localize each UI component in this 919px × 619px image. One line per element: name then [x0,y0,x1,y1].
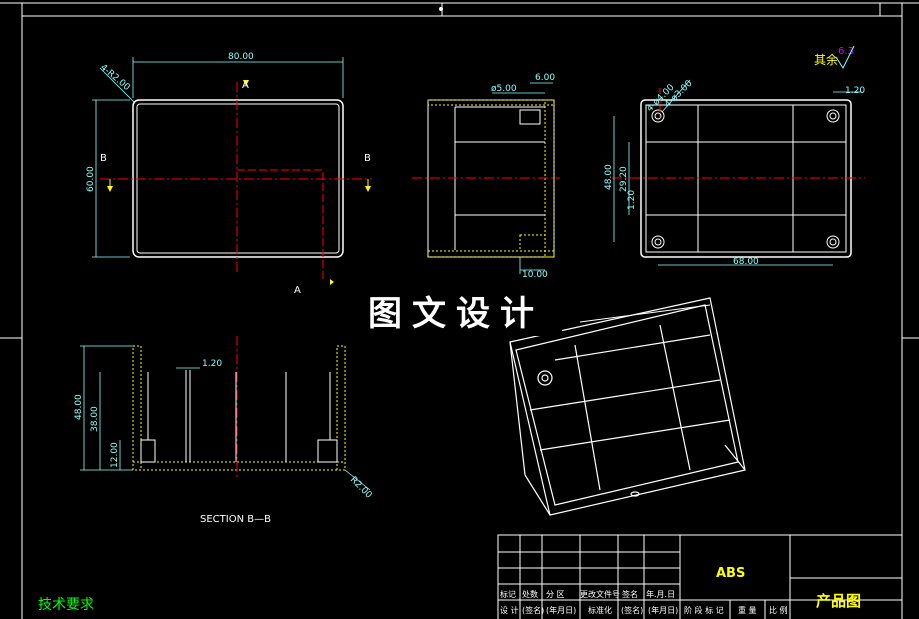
bottom-width-dim: 68.00 [733,257,759,267]
section-a-top-label: A [242,80,249,91]
side-bottom-dim: 10.00 [522,270,548,280]
section-view [80,336,371,491]
side-view [412,82,560,274]
side-thickness-dim: ø5.00 [491,84,517,94]
bottom-mid-dim: 29.20 [619,166,629,192]
watermark-bg [362,290,562,336]
bottom-right-dim: 1.20 [845,86,865,96]
top-width-dim: 80.00 [228,52,254,62]
tb-r1-c3: 分 区 [546,590,565,599]
section-radius-note: R2.00 [348,475,374,501]
tb-r1-c5: 签名 [622,589,638,599]
section-dim-12: 12.00 [110,442,120,468]
section-rib-dim: 1.20 [202,359,222,369]
side-top-dim: 6.00 [535,73,555,83]
top-view [92,57,372,285]
tb-r2-c6: (年月日) [648,605,678,615]
material-label: ABS [716,566,745,581]
watermark-leader [579,304,711,323]
roughness-label: 其余 [814,52,838,67]
tb-scale: 比 例 [769,605,788,615]
top-height-dim: 60.00 [86,166,96,192]
tb-r1-c1: 标记 [500,589,516,599]
tb-r1-c2: 处数 [522,589,538,599]
section-a-bottom-label: A [294,285,301,296]
border-marker [439,7,443,11]
tb-r2-c3: (年月日) [546,605,576,615]
bottom-view [612,79,865,266]
bottom-small-dim: 1.20 [627,190,637,210]
bottom-height-dim: 48.00 [604,164,614,190]
isometric-view [509,297,746,516]
tb-r2-c1: 设 计 [500,605,519,615]
tb-weight: 重 量 [738,605,757,615]
tb-r1-c4: 更改文件号 [580,589,620,599]
roughness-symbol [835,45,855,70]
tb-r2-c4: 标准化 [588,605,612,615]
section-b-left-label: B [100,153,107,164]
tb-stage-mark: 阶 段 标 记 [684,605,724,615]
section-b-right-label: B [364,153,371,164]
top-radius-note: 4-R2.00 [98,63,132,94]
watermark-text: 图文设计 [368,294,544,334]
section-caption: SECTION B—B [200,514,271,525]
section-dim-48: 48.00 [74,394,84,420]
roughness-value: 6.3 [838,46,854,57]
section-dim-38: 38.00 [90,406,100,432]
tech-requirements-title: 技术要求 [38,597,94,613]
drawing-name: 产品图 [816,592,861,610]
title-block [497,534,903,619]
tb-r2-c2: (签名) [522,605,544,615]
tb-r1-c6: 年.月.日 [646,589,675,599]
tb-r2-c5: (签名) [621,605,643,615]
